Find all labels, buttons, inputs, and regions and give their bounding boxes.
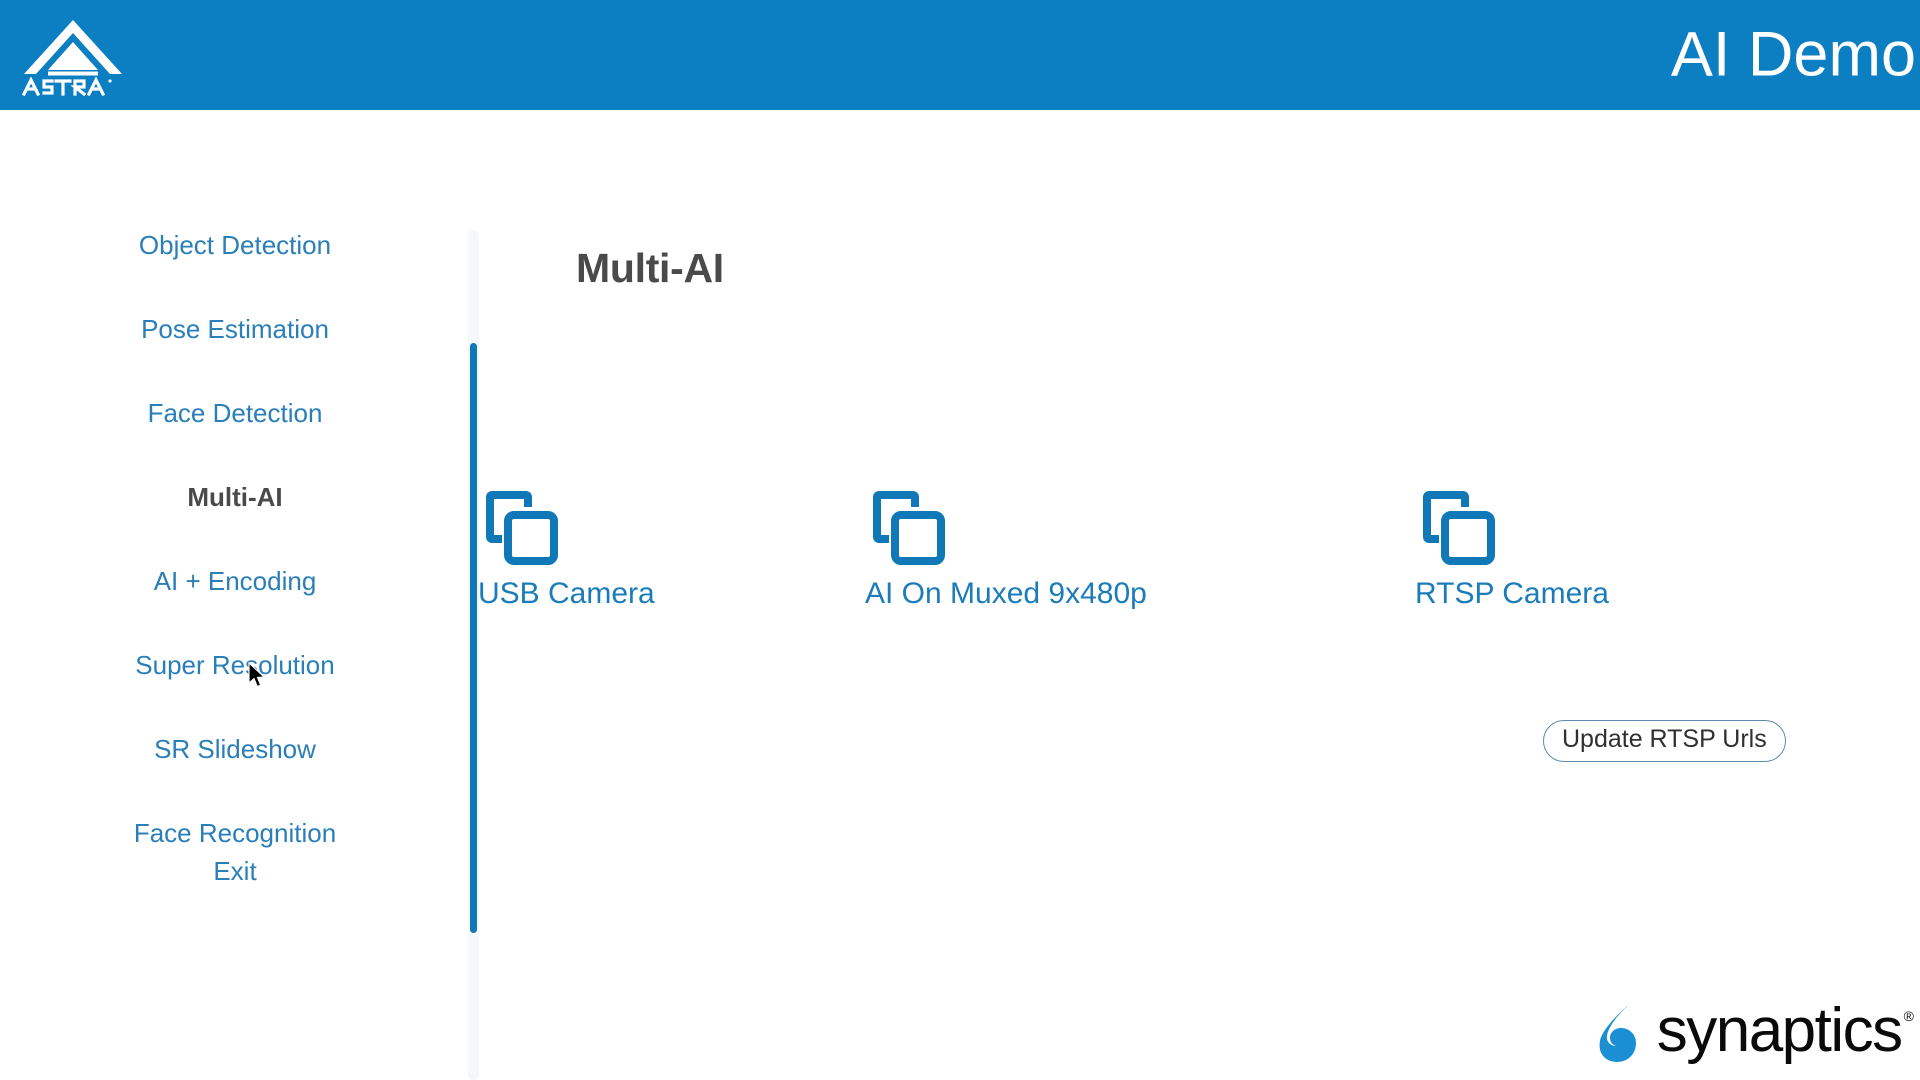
sidebar-item-sr-slideshow[interactable]: SR Slideshow [0,734,470,765]
synaptics-drop-icon [1599,1001,1636,1062]
copy-windows-icon[interactable] [478,485,560,567]
sidebar-item-exit[interactable]: Exit [0,856,470,887]
sidebar-item-face-detection[interactable]: Face Detection [0,398,470,429]
card-ai-on-muxed[interactable]: AI On Muxed 9x480p [865,485,1147,611]
card-label[interactable]: AI On Muxed 9x480p [865,577,1147,610]
sidebar-item-ai-encoding[interactable]: AI + Encoding [0,566,470,597]
astra-logo [18,12,128,97]
sidebar-item-label: SR Slideshow [154,734,316,764]
sidebar-item-label: Face Recognition [133,818,337,848]
app-header: AI Demo [0,0,1920,110]
sidebar-nav: Object Detection Pose Estimation Face De… [0,230,470,1070]
sidebar-item-super-resolution[interactable]: Super Resolution [0,650,470,681]
synaptics-logo: synaptics ® [1593,996,1914,1066]
sidebar-item-pose-estimation[interactable]: Pose Estimation [0,314,470,345]
app-title: AI Demo [1670,19,1916,90]
card-label[interactable]: USB Camera [478,577,655,610]
copy-windows-icon[interactable] [1415,485,1497,567]
sidebar-item-label: Object Detection [138,230,332,260]
copy-windows-icon[interactable] [865,485,947,567]
sidebar-item-label: Super Resolution [135,650,335,680]
registered-trademark-icon: ® [1903,1008,1914,1024]
synaptics-wordmark: synaptics [1656,996,1903,1065]
sidebar-scrollbar-thumb[interactable] [470,343,477,933]
card-usb-camera[interactable]: USB Camera [478,485,655,611]
main-content: Multi-AI USB Camera [478,220,1920,1080]
sidebar-item-object-detection[interactable]: Object Detection [0,230,470,261]
sidebar-item-face-recognition[interactable]: Face Recognition [0,818,470,849]
update-rtsp-urls-button[interactable]: Update RTSP Urls [1543,720,1786,762]
sidebar-item-label: Face Detection [147,398,323,428]
sidebar-item-label: Pose Estimation [141,314,329,344]
sidebar-item-label: Exit [213,856,257,886]
sidebar-item-multi-ai[interactable]: Multi-AI [0,482,470,513]
page-title: Multi-AI [576,245,724,291]
card-rtsp-camera[interactable]: RTSP Camera [1415,485,1609,611]
sidebar-item-label: Multi-AI [187,482,283,512]
page-body: Object Detection Pose Estimation Face De… [0,110,1920,1080]
sidebar-item-label: AI + Encoding [153,566,317,596]
sidebar-scrollbar[interactable] [468,230,479,1080]
card-label[interactable]: RTSP Camera [1415,577,1609,610]
